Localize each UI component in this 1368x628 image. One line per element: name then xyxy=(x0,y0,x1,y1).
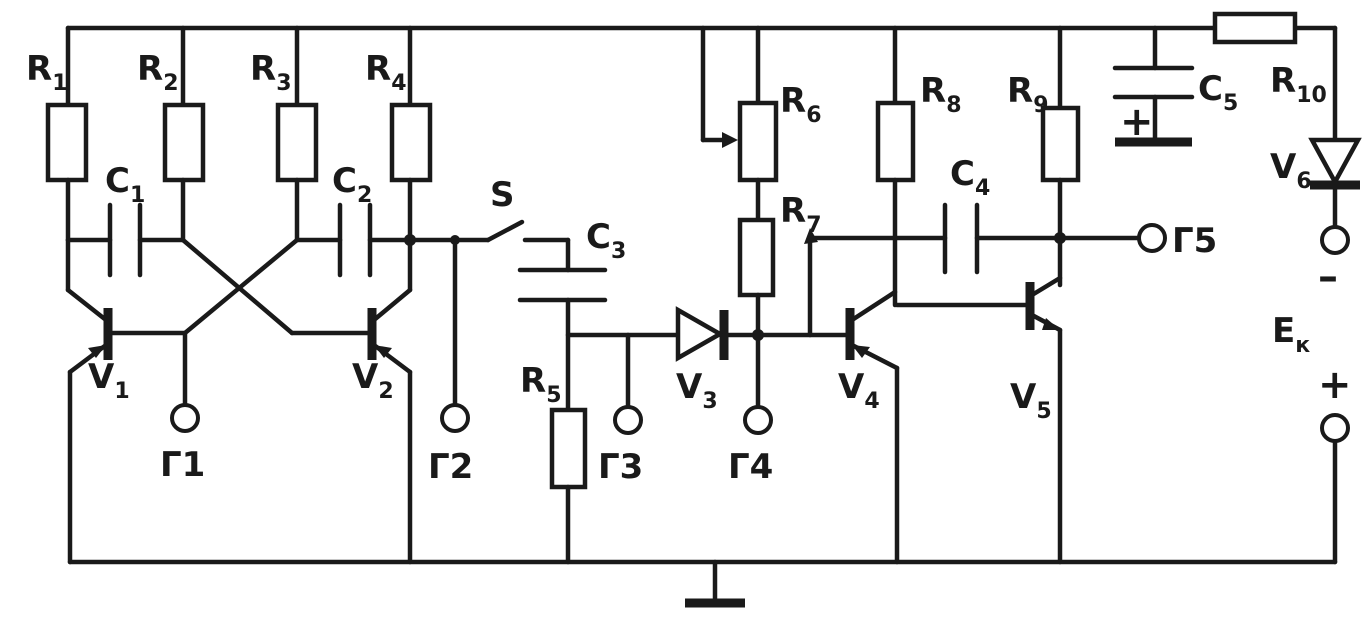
test-point-g5 xyxy=(1137,223,1167,253)
label-c4: C4 xyxy=(950,154,990,201)
transistor-v5 xyxy=(894,275,1063,565)
label-g3: Г3 xyxy=(598,447,643,487)
label-v3: V3 xyxy=(676,367,718,414)
label-c5-plus: + xyxy=(1120,99,1154,145)
resistor-r3 xyxy=(275,25,319,243)
potentiometer-r6 xyxy=(700,25,779,223)
label-v4: V4 xyxy=(838,367,880,414)
label-c5: C5 xyxy=(1198,69,1238,116)
transistor-v2 xyxy=(289,237,413,565)
label-r10: R10 xyxy=(1270,61,1327,108)
supply-terminal-plus xyxy=(1320,413,1350,443)
resistor-r7 xyxy=(737,217,776,435)
capacitor-c4 xyxy=(942,202,1143,275)
label-g2: Г2 xyxy=(428,447,473,487)
resistor-r1 xyxy=(45,25,89,243)
label-v1: V1 xyxy=(88,357,130,404)
label-c3: C3 xyxy=(586,217,626,264)
label-plus: + xyxy=(1318,362,1352,408)
diode-v3 xyxy=(675,306,851,362)
feedback-line-r7 xyxy=(804,228,948,338)
label-c1: C1 xyxy=(105,161,145,208)
resistor-r4 xyxy=(389,25,433,243)
diode-v6 xyxy=(1308,137,1362,255)
label-minus: – xyxy=(1318,254,1338,300)
label-g4: Г4 xyxy=(728,447,773,487)
label-r8: R8 xyxy=(920,71,962,118)
top-rail xyxy=(65,25,1338,143)
resistor-r10 xyxy=(1212,11,1298,45)
output-node-g2 xyxy=(404,234,491,433)
label-r1: R1 xyxy=(26,49,68,96)
label-r4: R4 xyxy=(365,49,407,96)
label-ek: Eк xyxy=(1272,311,1310,358)
resistor-r5 xyxy=(549,407,588,565)
label-r5: R5 xyxy=(520,361,562,408)
label-g1: Г1 xyxy=(160,445,205,485)
cross-coupling-wires xyxy=(180,237,300,336)
label-r2: R2 xyxy=(137,49,179,96)
resistor-r2 xyxy=(162,25,206,243)
capacitor-c1 xyxy=(65,202,186,278)
capacitor-c2 xyxy=(294,202,413,278)
ground-symbol xyxy=(685,559,745,608)
switch-s[interactable] xyxy=(485,219,571,243)
label-v2: V2 xyxy=(352,357,394,404)
resistor-r8 xyxy=(875,25,916,308)
test-point-g1 xyxy=(170,330,200,433)
transistor-v4 xyxy=(845,289,900,565)
label-r7: R7 xyxy=(780,191,822,238)
label-r9: R9 xyxy=(1007,71,1049,118)
label-g5: Г5 xyxy=(1172,221,1217,261)
label-r6: R6 xyxy=(780,81,822,128)
capacitor-c5 xyxy=(1112,25,1195,147)
resistor-r9 xyxy=(1040,25,1081,288)
label-r3: R3 xyxy=(250,49,292,96)
bottom-rail xyxy=(67,437,1338,565)
label-c2: C2 xyxy=(332,161,372,208)
label-v6: V6 xyxy=(1270,147,1312,194)
node-c3-v3 xyxy=(565,332,681,435)
label-v5: V5 xyxy=(1010,377,1052,424)
transistor-v1 xyxy=(65,237,188,565)
label-switch-s: S xyxy=(490,175,515,215)
capacitor-c3 xyxy=(517,237,608,413)
